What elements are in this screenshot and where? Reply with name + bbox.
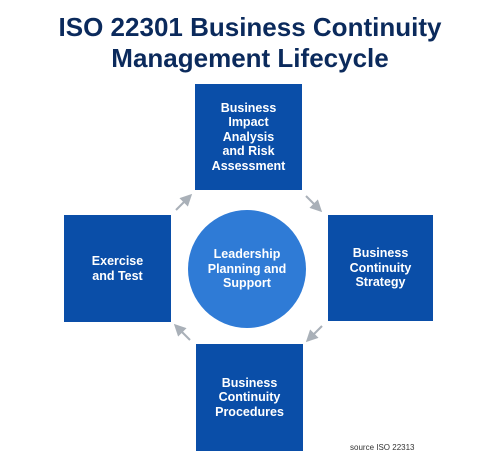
box-bottom-line-1: Business — [221, 375, 278, 390]
arrow-top-to-right — [305, 195, 323, 213]
box-left-line-1: Exercise — [91, 254, 144, 268]
source-note: source ISO 22313 — [350, 443, 415, 452]
title-line-2: Management Lifecycle — [111, 43, 389, 73]
title-line-1: ISO 22301 Business Continuity — [58, 12, 442, 42]
center-line-1: Leadership — [213, 247, 281, 262]
box-top-line-5: Assessment — [211, 158, 286, 173]
box-right-line-3: Strategy — [355, 275, 406, 290]
box-top-line-3: Analysis — [222, 129, 275, 144]
box-left-line-2: and Test — [92, 268, 143, 283]
box-bottom-line-2: Continuity — [218, 390, 281, 405]
center-line-3: Support — [223, 276, 271, 291]
box-bottom-line-3: Procedures — [215, 404, 284, 419]
diagram-title: ISO 22301 Business Continuity Management… — [0, 12, 500, 74]
arrow-left-to-top — [175, 193, 193, 211]
box-top-line-4: and Risk — [222, 144, 275, 159]
box-top-line-2: Impact — [228, 115, 269, 130]
arrow-right-to-bottom — [305, 325, 323, 343]
box-top-line-1: Business — [220, 100, 277, 115]
exercise-and-test-box: Exercise and Test — [64, 215, 171, 322]
center-line-2: Planning and — [207, 261, 287, 276]
box-right-line-2: Continuity — [349, 260, 412, 275]
leadership-planning-support-circle: Leadership Planning and Support — [188, 210, 306, 328]
arrow-bottom-to-left — [173, 323, 191, 341]
business-impact-analysis-box: Business Impact Analysis and Risk Assess… — [195, 84, 302, 190]
business-continuity-procedures-box: Business Continuity Procedures — [196, 344, 303, 451]
business-continuity-strategy-box: Business Continuity Strategy — [328, 215, 433, 321]
box-right-line-1: Business — [352, 246, 409, 261]
